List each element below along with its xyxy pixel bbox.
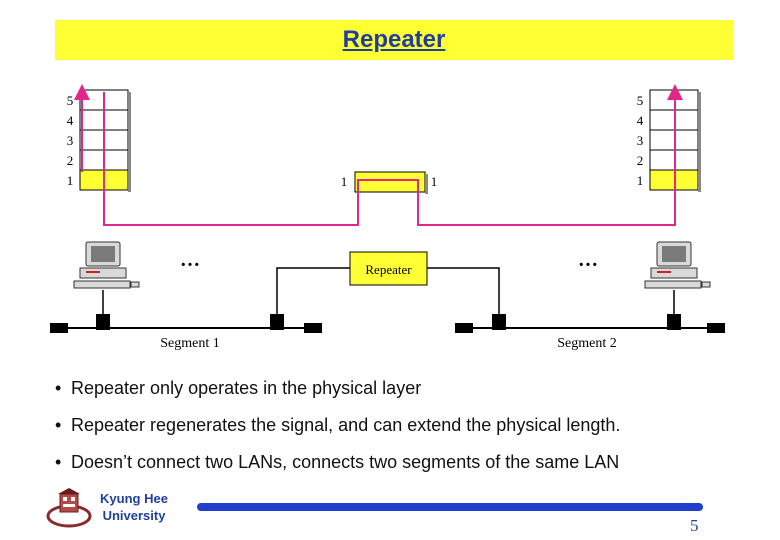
repeater-device-label: Repeater	[365, 262, 412, 277]
university-name-line2: University	[102, 508, 166, 523]
left-layer-label-3: 3	[67, 133, 74, 148]
repeater-diagram: 5 4 3 2 1 5 4 3 2 1 1 1	[50, 84, 725, 351]
repeater-layer-label-right: 1	[431, 174, 438, 189]
repeater-layer-box: 1 1	[341, 171, 438, 194]
bullet-item-3: •Doesn’t connect two LANs, connects two …	[55, 452, 620, 472]
segment-2-cable	[455, 314, 725, 333]
right-layer-stack: 5 4 3 2 1	[637, 89, 701, 192]
bullet-item-1: •Repeater only operates in the physical …	[55, 378, 422, 398]
title-bar: Repeater	[55, 20, 733, 60]
left-layer-label-4: 4	[67, 113, 74, 128]
ellipsis-right: …	[578, 249, 598, 271]
bullet-dot-icon: •	[55, 452, 62, 472]
university-name-line1: Kyung Hee	[100, 491, 168, 506]
university-seal-icon	[46, 488, 92, 528]
repeater-link-right	[427, 267, 500, 314]
bullet-dot-icon: •	[55, 415, 62, 435]
ellipsis-left: …	[180, 249, 200, 271]
repeater-link-left	[276, 267, 350, 314]
left-layer-label-1: 1	[67, 173, 74, 188]
left-layer-stack: 5 4 3 2 1	[67, 89, 131, 192]
left-layer-label-2: 2	[67, 153, 74, 168]
bullet-dot-icon: •	[55, 378, 62, 398]
segment-2-label: Segment 2	[557, 336, 617, 351]
segment-1-cable	[50, 314, 322, 333]
left-layer-label-5: 5	[67, 93, 74, 108]
right-layer-label-4: 4	[637, 113, 644, 128]
signal-path-main	[103, 84, 683, 226]
page-number: 5	[690, 516, 699, 535]
university-name: Kyung Hee University	[92, 490, 176, 524]
right-layer-label-2: 2	[637, 153, 644, 168]
right-layer-label-3: 3	[637, 133, 644, 148]
bullet-item-2: •Repeater regenerates the signal, and ca…	[55, 415, 621, 435]
right-layer-label-1: 1	[637, 173, 644, 188]
right-layer-label-5: 5	[637, 93, 644, 108]
footer-bar	[197, 503, 703, 511]
repeater-device: Repeater	[349, 251, 428, 286]
right-computer-icon	[644, 241, 711, 289]
page-title: Repeater	[342, 26, 446, 53]
segment-1-label: Segment 1	[160, 336, 220, 351]
repeater-layer-label-left: 1	[341, 174, 348, 189]
left-computer-icon	[73, 241, 140, 289]
